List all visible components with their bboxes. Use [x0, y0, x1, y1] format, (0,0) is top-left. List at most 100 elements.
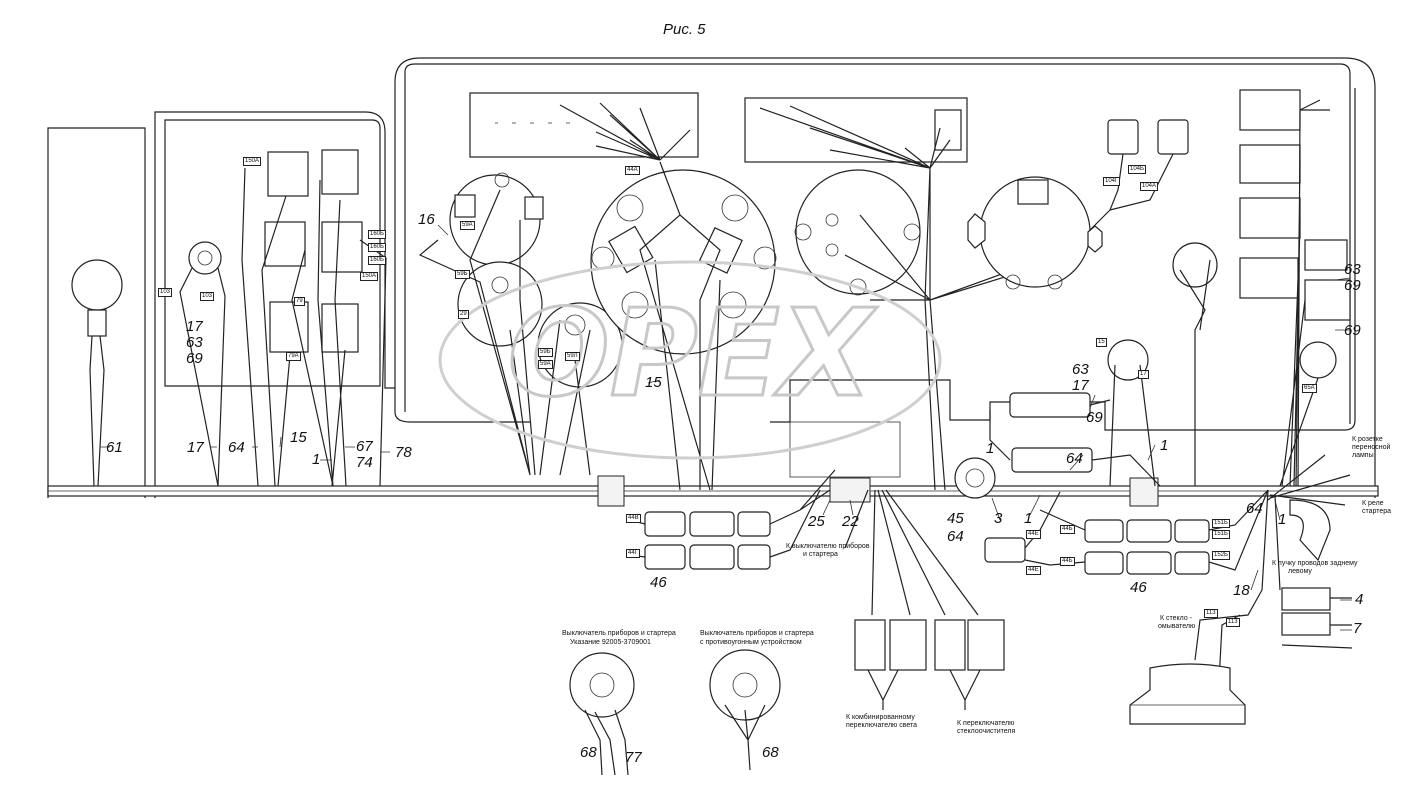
note-to-switch-starter-2: и стартера	[803, 551, 838, 558]
switch-block-d	[321, 221, 363, 273]
watermark-ring	[438, 260, 942, 460]
note-to-wiper-switch: К переключателю	[957, 720, 1015, 727]
bus-clamp-1	[597, 475, 625, 507]
panel-outline	[47, 57, 1376, 498]
wire-tag: 44В	[626, 514, 641, 523]
indicator-panel-left	[469, 92, 699, 158]
lamp-61-socket	[87, 309, 107, 337]
speedometer-hole-2	[721, 194, 749, 222]
gauge-right-screw-1	[1005, 274, 1021, 290]
note-to-wiper-switch-2: стеклоочистителя	[957, 728, 1016, 735]
callout-64: 64	[228, 439, 245, 456]
wire-tag: 104Г	[1103, 177, 1121, 186]
wire-tag: 59А	[460, 221, 475, 230]
note-to-starter-relay-2: стартера	[1362, 508, 1392, 515]
gauge-15-screw	[564, 314, 586, 336]
right-lower-wires	[1194, 454, 1351, 701]
note-to-combined-switch: К комбинированному	[846, 714, 915, 721]
callout-74: 74	[356, 454, 373, 471]
socket-left-wires	[179, 267, 226, 487]
wire-tag: 103	[158, 288, 173, 297]
wire-tag: 104Б	[1128, 165, 1146, 174]
wire-tag: 44А	[625, 166, 640, 175]
relay-column-wires	[1279, 99, 1330, 487]
callout-69c: 69	[1344, 277, 1361, 294]
gauge-left-wires	[418, 189, 591, 476]
note-to-lamp-socket-2: переносной	[1352, 444, 1391, 451]
ignition-45	[954, 457, 996, 499]
note-to-starter-relay: К реле	[1362, 500, 1384, 507]
callout-1: 1	[312, 451, 321, 468]
callout-17: 17	[186, 318, 203, 335]
relay-1	[1239, 89, 1301, 131]
connector-center-wires	[989, 399, 1161, 487]
wire-tag: 150А	[243, 157, 262, 166]
comb-switch-a	[854, 619, 886, 671]
ign-switch-1-core	[589, 672, 615, 698]
callout-4: 4	[1355, 591, 1364, 608]
callout-69: 69	[186, 350, 203, 367]
callout-25: 25	[808, 513, 825, 530]
wire-tag: 44Б	[1060, 557, 1075, 566]
callout-leaders	[100, 224, 1352, 631]
ign-switch-2-wires	[724, 704, 766, 771]
callout-45: 45	[947, 510, 964, 527]
note-to-combined-switch-2: переключателю света	[846, 722, 918, 729]
gauge-16-screw	[494, 172, 510, 188]
callout-15: 15	[290, 429, 307, 446]
callout-64d: 64	[1246, 500, 1263, 517]
relay-7-block	[1281, 612, 1331, 636]
conn46r-a1	[1084, 519, 1124, 543]
callout-1d: 1	[1160, 437, 1169, 454]
gauge-right-lamp	[1017, 179, 1049, 205]
ignition-45-inner	[965, 468, 985, 488]
callout-17c: 17	[1072, 377, 1089, 394]
wire-tag: 59Б	[455, 270, 470, 279]
wire-tag: 79А	[286, 352, 301, 361]
note-to-lamp-socket: К розетке	[1352, 436, 1383, 443]
gauge-right-screw-2	[1047, 274, 1063, 290]
inner-panel-outline	[394, 88, 1356, 431]
switch-block-f	[321, 303, 359, 353]
wire-tag: 152Б	[1212, 551, 1230, 560]
socket-17-63-69-inner	[197, 250, 213, 266]
speedometer-hole-5	[621, 291, 649, 319]
conn46-a3	[737, 511, 771, 537]
callout-69d: 69	[1344, 322, 1361, 339]
gauge-16-lamp-a	[454, 194, 476, 218]
note-to-switch-starter: К выключателю приборов	[786, 543, 870, 550]
conn46-b1	[644, 544, 686, 570]
wire-tag: 29	[458, 310, 469, 319]
wire-tag: 15	[1096, 338, 1107, 347]
switch-block-a	[267, 151, 309, 197]
callout-1e: 1	[1278, 511, 1287, 528]
gauge-right-nut-right	[1087, 225, 1103, 253]
wire-loop	[1289, 499, 1331, 562]
conn46r-a3	[1174, 519, 1210, 543]
ign-switch-1	[569, 652, 635, 718]
tachometer-hole-3	[849, 278, 867, 296]
callout-1c: 1	[986, 440, 995, 457]
wire-tag: 17	[1138, 370, 1149, 379]
inner-upper-outline	[404, 63, 1351, 424]
wire-tag: 160Б	[368, 256, 386, 265]
relay-2	[1239, 144, 1301, 184]
wire-tag: 79	[294, 297, 305, 306]
conn-64	[984, 537, 1026, 563]
gauge-16-lamp-b	[524, 196, 544, 220]
socket-right	[1172, 242, 1218, 288]
wire-tag: 44Г	[626, 549, 640, 558]
wiper-switch-b	[967, 619, 1005, 671]
speedometer-hole-6	[719, 291, 747, 319]
conn46r-b2	[1126, 551, 1172, 575]
tachometer-hole-1	[794, 223, 812, 241]
note-to-left-harness: К пучку проводов заднему	[1272, 560, 1358, 567]
callout-46b: 46	[1130, 579, 1147, 596]
switch-block-c	[264, 221, 306, 267]
callout-46: 46	[650, 574, 667, 591]
wire-tag: 44Е	[1026, 566, 1041, 575]
wire-tag: 160Б	[368, 230, 386, 239]
callout-22: 22	[842, 513, 859, 530]
wire-tag: 44Е	[1026, 530, 1041, 539]
conn46-b3	[737, 544, 771, 570]
